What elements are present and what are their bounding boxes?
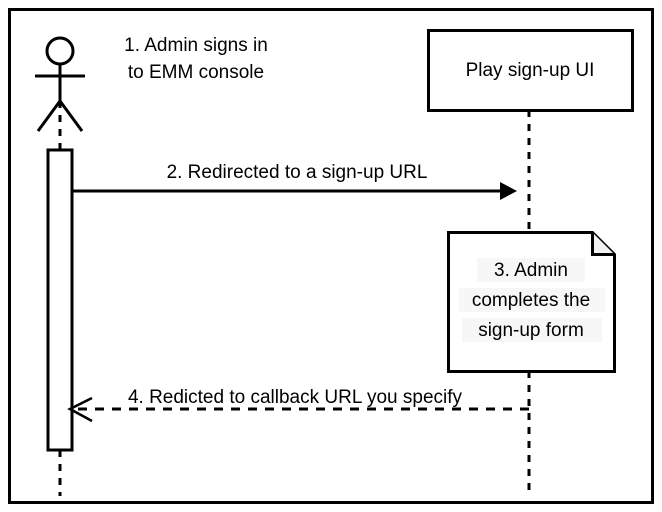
diagram-frame bbox=[8, 8, 654, 504]
actor-activation-bar bbox=[46, 148, 74, 452]
note-fold-corner-icon bbox=[591, 232, 615, 256]
step1-label-line1: 1. Admin signs in bbox=[124, 35, 268, 56]
actor-admin[interactable] bbox=[35, 36, 85, 132]
note-label-line2: completes the bbox=[472, 290, 590, 311]
note-step3[interactable]: 3. Admin completes the sign-up form bbox=[447, 231, 616, 373]
note-label-line1: 3. Admin bbox=[494, 260, 568, 281]
message-2-arrowhead-icon bbox=[500, 182, 517, 200]
message-2-label: 2. Redirected to a sign-up URL bbox=[167, 162, 428, 183]
message-4-arrowhead-icon bbox=[67, 396, 93, 423]
actor-right-leg-line bbox=[58, 100, 84, 132]
message-4-label: 4. Redicted to callback URL you specify bbox=[128, 387, 463, 408]
participant-box-play-signup-ui[interactable] bbox=[427, 29, 634, 112]
note-text-bg-2 bbox=[459, 288, 605, 312]
note-text-bg-3 bbox=[462, 318, 602, 342]
actor-left-leg-line bbox=[36, 100, 62, 132]
actor-head-icon bbox=[45, 36, 75, 66]
note-text-bg-1 bbox=[477, 258, 585, 282]
participant-box-label: Play sign-up UI bbox=[466, 60, 595, 81]
note-fold-fill bbox=[592, 232, 615, 255]
note-label-line3: sign-up form bbox=[478, 320, 584, 341]
step1-label-line2: to EMM console bbox=[128, 62, 264, 83]
